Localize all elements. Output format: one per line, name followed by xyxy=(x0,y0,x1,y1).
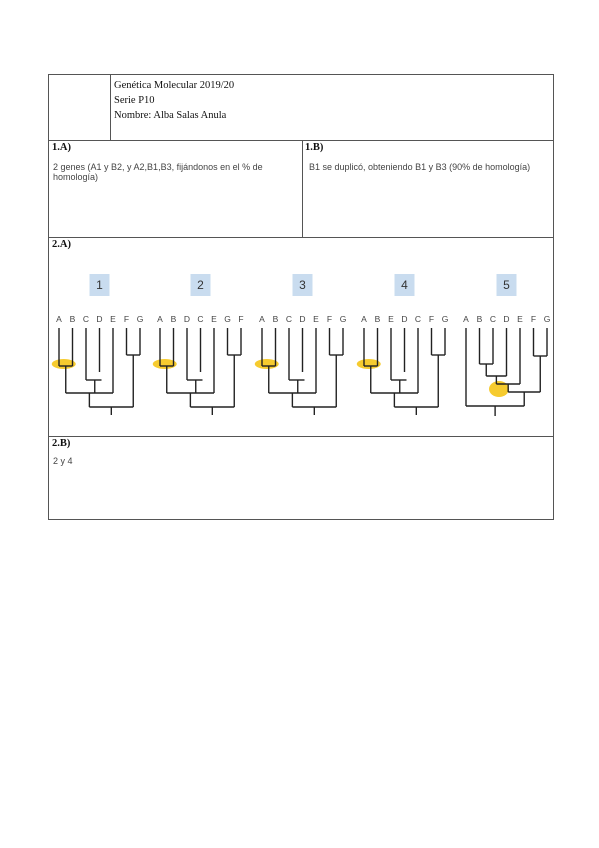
answer-sheet-table xyxy=(48,74,554,520)
row-divider-section1 xyxy=(48,237,554,238)
section-1a-answer: 2 genes (A1 y B2, y A2,B1,B3, fijándonos… xyxy=(53,162,263,182)
section-2b-answer: 2 y 4 xyxy=(53,456,73,466)
section-1b-label: 1.B) xyxy=(305,142,324,153)
header-logo-cell-divider xyxy=(110,74,111,140)
row-divider-section2a xyxy=(48,436,554,437)
section-2b-label: 2.B) xyxy=(52,438,71,449)
row-divider-header xyxy=(48,140,554,141)
series-label: Serie P10 xyxy=(114,95,155,106)
section-2a-label: 2.A) xyxy=(52,239,71,250)
course-title: Genética Molecular 2019/20 xyxy=(114,80,235,91)
section-1b-answer: B1 se duplicó, obteniendo B1 y B3 (90% d… xyxy=(309,162,531,172)
section1-column-divider xyxy=(302,140,303,237)
section-1a-label: 1.A) xyxy=(52,142,71,153)
student-name: Nombre: Alba Salas Anula xyxy=(114,110,227,121)
